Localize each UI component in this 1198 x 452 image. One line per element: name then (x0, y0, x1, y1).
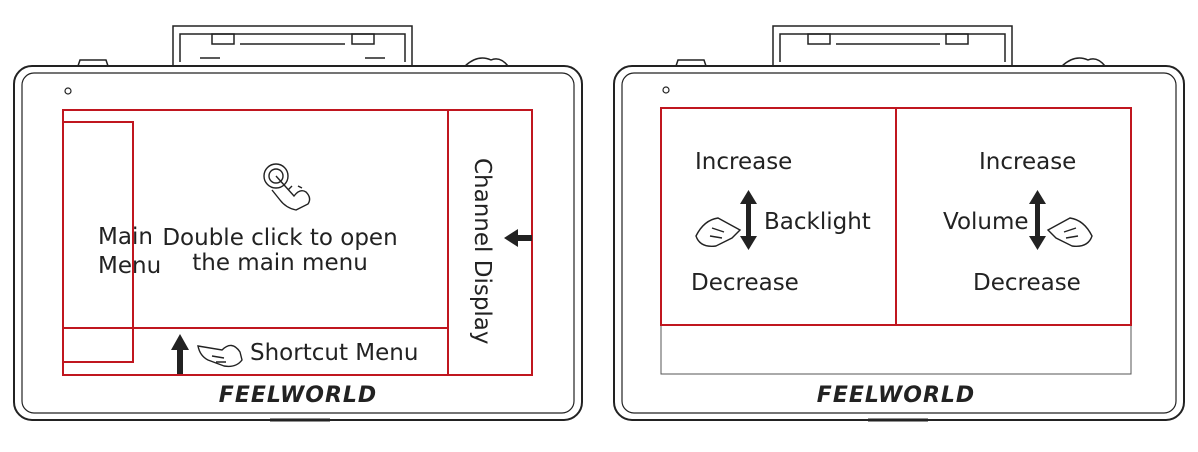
up-arrow-icon (171, 334, 189, 374)
backlight-label: Backlight (764, 209, 871, 235)
left-mount-bracket (172, 25, 413, 66)
left-touch-zones (62, 109, 533, 376)
right-touch-zones (660, 107, 1132, 326)
volume-increase-label: Increase (979, 149, 1077, 175)
shortcut-menu-label: Shortcut Menu (250, 340, 419, 366)
pointing-hand-icon (197, 344, 243, 368)
left-arrow-icon (504, 229, 532, 247)
pointing-hand-icon (1046, 217, 1093, 247)
right-monitor-outline (613, 25, 1185, 422)
right-brand-logo: FEELWORLD (816, 383, 976, 408)
double-arrow-icon (1029, 190, 1046, 250)
main-menu-label-line1: Main (98, 224, 153, 250)
double-click-label-line1: Double click to open (162, 225, 398, 251)
pointing-hand-icon (695, 217, 742, 247)
volume-label: Volume (943, 209, 1029, 235)
double-arrow-icon (740, 190, 757, 250)
backlight-increase-label: Increase (695, 149, 793, 175)
volume-decrease-label: Decrease (973, 270, 1081, 296)
backlight-decrease-label: Decrease (691, 270, 799, 296)
left-monitor-outline (13, 25, 583, 422)
tap-gesture-icon (263, 163, 311, 211)
main-menu-label-line2: Menu (98, 253, 162, 279)
right-mount-bracket (772, 25, 1013, 66)
channel-display-label: Channel Display (469, 158, 495, 345)
left-brand-logo: FEELWORLD (218, 383, 378, 408)
double-click-label-line2: the main menu (192, 250, 368, 276)
